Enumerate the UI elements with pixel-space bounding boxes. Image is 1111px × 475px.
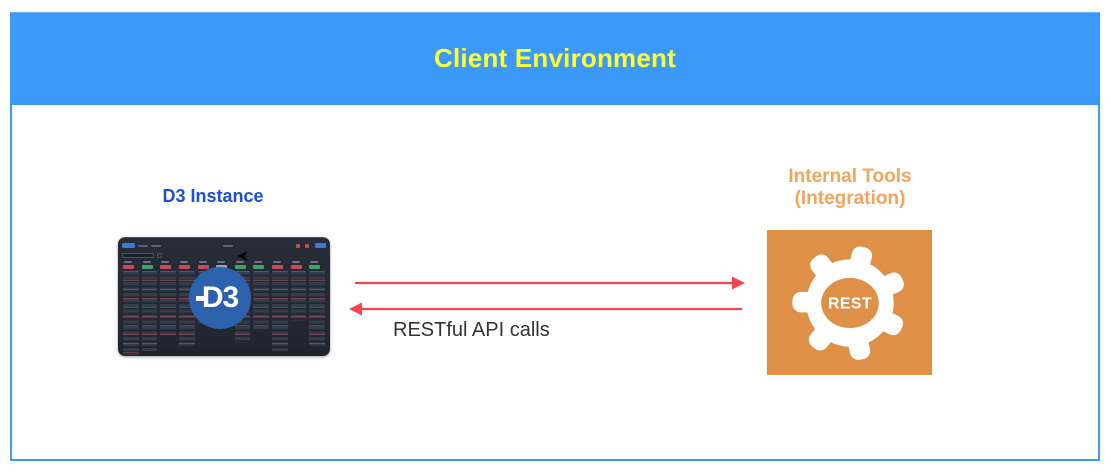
dashboard-search-box — [122, 252, 154, 258]
d3-logo: D3 — [189, 267, 251, 329]
internal-tools-label-line2: (Integration) — [794, 188, 906, 209]
column-cards — [309, 271, 326, 347]
dashboard-titlebar — [122, 241, 326, 250]
connection-label: RESTful API calls — [393, 319, 550, 341]
dashboard-menu-dash — [222, 244, 233, 247]
dashboard-filter-button — [157, 252, 162, 258]
dashboard-column — [253, 260, 270, 329]
request-arrow-right — [355, 276, 745, 290]
dashboard-action-button — [315, 243, 326, 248]
dashboard-window-button — [296, 243, 300, 248]
dashboard-column — [160, 260, 176, 337]
column-cards — [272, 271, 288, 351]
column-status-badge — [141, 265, 153, 269]
gear-center — [820, 277, 879, 328]
column-cards — [123, 271, 139, 355]
dashboard-toolbar — [122, 251, 326, 259]
cursor-arrow-icon: ➤ — [236, 248, 250, 265]
dashboard-menu-dash — [138, 244, 148, 247]
column-cards — [290, 271, 307, 321]
column-status-badge — [290, 265, 302, 269]
d3-instance-label: D3 Instance — [162, 186, 264, 206]
column-status-badge — [234, 265, 246, 269]
dashboard-column — [309, 260, 326, 347]
column-cards — [253, 271, 270, 329]
column-status-badge — [309, 265, 321, 269]
d3-logo-text: D3 — [201, 281, 239, 314]
dashboard-column — [272, 260, 288, 351]
column-status-badge — [178, 265, 190, 269]
internal-tools-box: REST — [767, 230, 932, 375]
column-status-badge — [197, 265, 209, 269]
d3-dashboard-thumbnail: D3 — [118, 237, 330, 356]
dashboard-app-logo — [122, 243, 135, 248]
column-status-badge — [253, 265, 265, 269]
column-cards — [160, 271, 176, 337]
response-arrow-left — [349, 302, 742, 316]
dashboard-column — [141, 260, 158, 351]
header-bar: Client Environment — [10, 12, 1100, 103]
rest-gear-icon: REST — [791, 245, 904, 360]
column-status-badge — [123, 265, 134, 269]
api-arrows — [349, 276, 745, 316]
column-status-badge — [272, 265, 284, 269]
column-status-badge — [160, 265, 172, 269]
dashboard-column — [290, 260, 307, 321]
page-title: Client Environment — [434, 42, 676, 73]
dashboard-menu-dash — [151, 244, 161, 247]
dashboard-column — [123, 260, 139, 355]
column-cards — [141, 271, 158, 351]
d3-logo-crossbar — [196, 296, 205, 301]
rest-label: REST — [828, 295, 872, 312]
internal-tools-label: Internal Tools (Integration) — [758, 166, 942, 210]
internal-tools-label-line1: Internal Tools — [788, 166, 912, 187]
dashboard-window-button — [305, 243, 309, 248]
